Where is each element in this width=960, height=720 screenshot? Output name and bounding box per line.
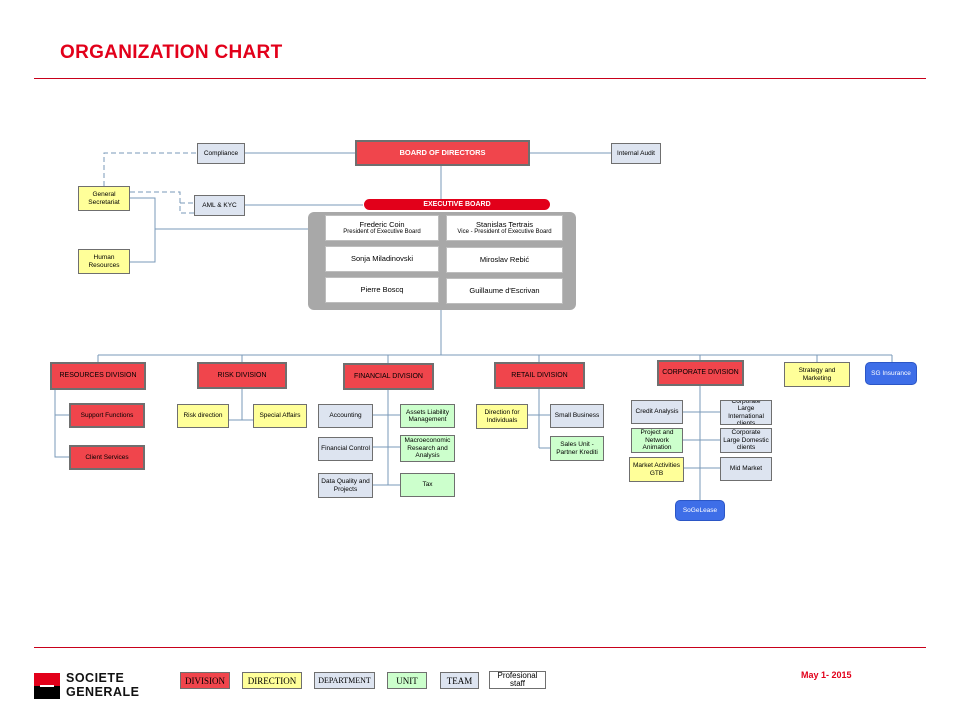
financial-control-box: Financial Control <box>318 437 373 461</box>
bottom-divider <box>34 647 926 648</box>
alm-box: Assets Liability Management <box>400 404 455 428</box>
aml-kyc-box: AML & KYC <box>194 195 245 216</box>
division-financial: FINANCIAL DIVISION <box>343 363 434 390</box>
project-network-box: Project and Network Animation <box>631 428 683 453</box>
division-corporate: CORPORATE DIVISION <box>657 360 744 386</box>
sales-unit-box: Sales Unit - Partner Krediti <box>550 436 604 461</box>
macroeconomic-box: Macroeconomic Research and Analysis <box>400 435 455 462</box>
exec-member-5: Pierre Boscq <box>325 277 439 303</box>
human-resources-box: Human Resources <box>78 249 130 274</box>
exec-member-role: Vice - President of Executive Board <box>457 229 552 235</box>
logo-line-1: SOCIETE <box>66 671 125 685</box>
sogelease-box: SoGeLease <box>675 500 725 521</box>
client-services-box: Client Services <box>69 445 145 470</box>
support-functions-box: Support Functions <box>69 403 145 428</box>
small-business-box: Small Business <box>550 404 604 428</box>
presentation-date: May 1- 2015 <box>801 670 852 680</box>
strategy-marketing-box: Strategy and Marketing <box>784 362 850 387</box>
societe-generale-logo-icon <box>34 673 60 699</box>
board-of-directors: BOARD OF DIRECTORS <box>355 140 530 166</box>
exec-member-6: Guillaume d'Escrivan <box>446 278 563 304</box>
division-resources: RESOURCES DIVISION <box>50 362 146 390</box>
exec-member-1: Frederic Coin President of Executive Boa… <box>325 215 439 241</box>
executive-board-label: EXECUTIVE BOARD <box>364 199 550 210</box>
exec-member-name: Stanislas Tertrais <box>476 220 533 229</box>
tax-box: Tax <box>400 473 455 497</box>
compliance-box: Compliance <box>197 143 245 164</box>
legend-team: TEAM <box>440 672 479 689</box>
mid-market-box: Mid Market <box>720 457 772 481</box>
exec-member-name: Frederic Coin <box>359 220 405 229</box>
special-affairs-box: Special Affairs <box>253 404 307 428</box>
legend-unit: UNIT <box>387 672 427 689</box>
sg-insurance-box: SG Insurance <box>865 362 917 385</box>
legend-division: DIVISION <box>180 672 230 689</box>
division-retail: RETAIL DIVISION <box>494 362 585 389</box>
legend-direction: DIRECTION <box>242 672 302 689</box>
division-risk: RISK DIVISION <box>197 362 287 389</box>
general-secretariat-box: General Secretariat <box>78 186 130 211</box>
logo-line-2: GENERALE <box>66 684 140 699</box>
company-logo-text: SOCIETE GENERALE <box>66 671 140 699</box>
exec-member-4: Miroslav Rebić <box>446 247 563 273</box>
page-title: ORGANIZATION CHART <box>60 42 283 63</box>
exec-member-2: Stanislas Tertrais Vice - President of E… <box>446 215 563 241</box>
corporate-large-international-box: Corporate Large International clients <box>720 400 772 425</box>
direction-individuals-box: Direction for Individuals <box>476 404 528 429</box>
data-quality-box: Data Quality and Projects <box>318 473 373 498</box>
market-activities-box: Market Activities GTB <box>629 457 684 482</box>
top-divider <box>34 78 926 79</box>
exec-member-3: Sonja Miladinovski <box>325 246 439 272</box>
exec-member-role: President of Executive Board <box>343 229 421 235</box>
risk-direction-box: Risk direction <box>177 404 229 428</box>
legend-professional-staff: Profesional staff <box>489 671 546 689</box>
credit-analysis-box: Credit Analysis <box>631 400 683 424</box>
legend-department: DEPARTMENT <box>314 672 375 689</box>
accounting-box: Accounting <box>318 404 373 428</box>
internal-audit-box: Internal Audit <box>611 143 661 164</box>
corporate-large-domestic-box: Corporate Large Domestic clients <box>720 428 772 453</box>
